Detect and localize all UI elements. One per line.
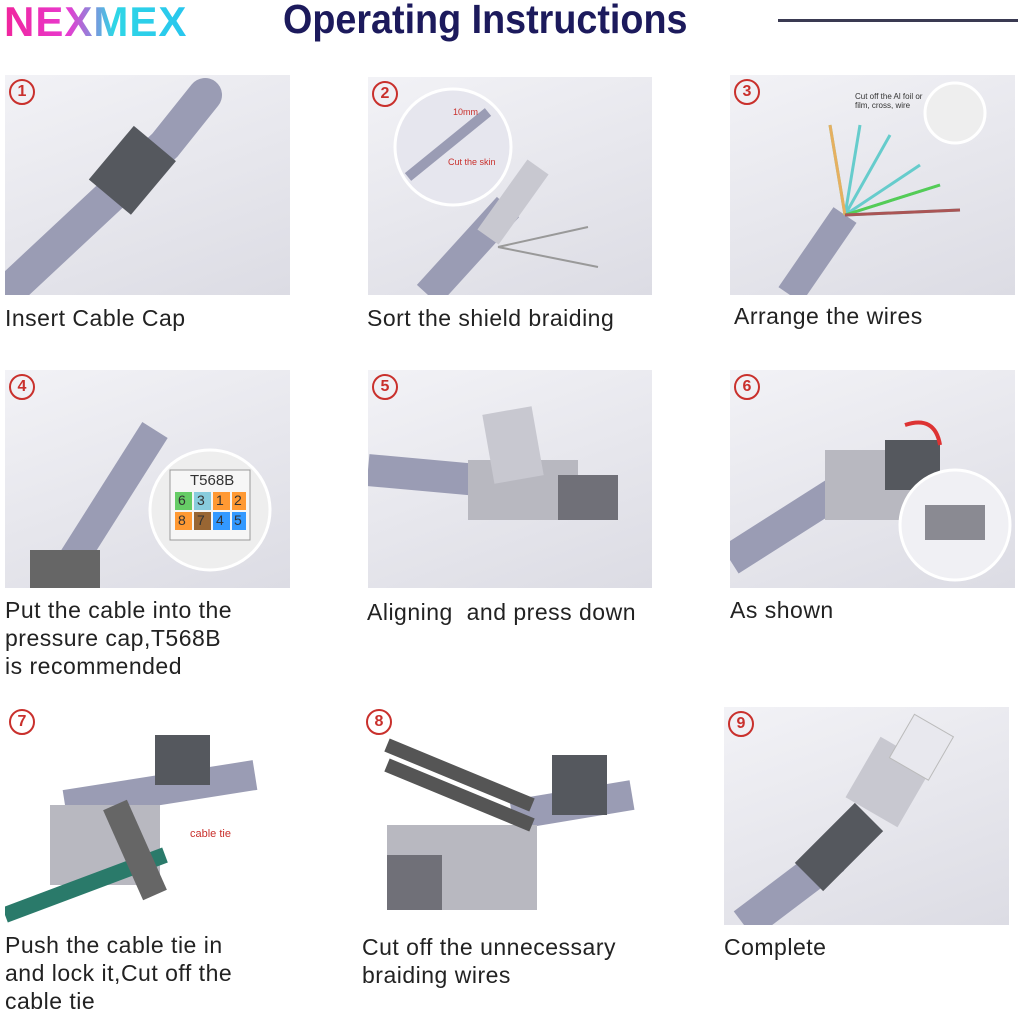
photo-label: 5 (234, 512, 242, 528)
photo-label: 1 (216, 492, 224, 508)
photo-label: cable tie (190, 828, 231, 840)
photo-label: 7 (197, 512, 205, 528)
photo-label: 4 (216, 512, 224, 528)
step-5-caption: Aligning and press down (367, 599, 636, 625)
step-6-caption: As shown (730, 597, 834, 623)
step-1-caption: Insert Cable Cap (5, 305, 186, 331)
caption-line: Put the cable into the (5, 597, 233, 623)
caption-line: is recommended (5, 653, 183, 679)
step-8-caption: Cut off the unnecessary braiding wires (362, 933, 616, 989)
step-2-caption: Sort the shield braiding (367, 305, 615, 331)
step-number: 3 (734, 79, 760, 105)
step-number: 6 (734, 374, 760, 400)
photo-label: 10mm (453, 107, 479, 117)
step-4-caption: Put the cable into the pressure cap,T568… (5, 596, 232, 680)
step-number: 1 (9, 79, 35, 105)
step-1-photo: 1 (5, 75, 290, 295)
photo-label: 3 (197, 492, 205, 508)
step-7-photo: 7 cable tie (5, 705, 290, 925)
brand-logo: NEXMEX (4, 0, 188, 45)
step-number: 9 (728, 711, 754, 737)
photo-label: 6 (178, 492, 186, 508)
step-3-caption: Arrange the wires (734, 303, 923, 329)
step-2-photo: 2 10mm Cut the skin (368, 77, 652, 295)
step-9-caption: Complete (724, 934, 827, 960)
photo-label: T568B (190, 472, 235, 489)
step-4-photo: 4 T568B 6 3 1 2 8 7 4 5 (5, 370, 290, 588)
step-3-photo: 3 Cut off the Al foil or film, cross, wi… (730, 75, 1015, 295)
caption-line: Cut off the unnecessary (362, 934, 616, 960)
step-9-photo: 9 (724, 707, 1009, 925)
step-number: 7 (9, 709, 35, 735)
photo-label: Cut off the Al foil or film, cross, wire (855, 92, 923, 110)
caption-line: pressure cap,T568B (5, 625, 222, 651)
caption-line: cable tie (5, 988, 96, 1014)
step-number: 2 (372, 81, 398, 107)
photo-label: Cut the skin (448, 157, 496, 167)
step-8-photo: 8 (362, 705, 652, 925)
caption-line: and lock it,Cut off the (5, 960, 233, 986)
photo-label: 8 (178, 512, 186, 528)
header-divider (778, 19, 1018, 22)
step-number: 4 (9, 374, 35, 400)
step-number: 5 (372, 374, 398, 400)
step-6-photo: 6 (730, 370, 1015, 588)
page-title: Operating Instructions (283, 0, 688, 42)
caption-line: Push the cable tie in (5, 932, 223, 958)
step-7-caption: Push the cable tie in and lock it,Cut of… (5, 931, 232, 1015)
caption-line: braiding wires (362, 962, 511, 988)
photo-label: 2 (234, 492, 242, 508)
step-number: 8 (366, 709, 392, 735)
step-5-photo: 5 (368, 370, 652, 588)
